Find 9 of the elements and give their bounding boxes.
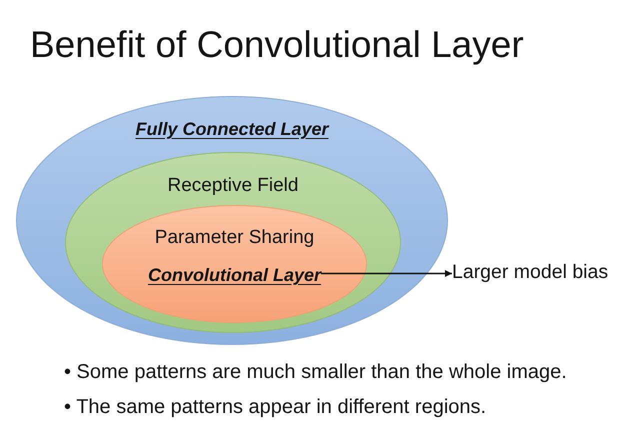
slide-title: Benefit of Convolutional Layer xyxy=(30,23,524,67)
set-label: Fully Connected Layer xyxy=(135,118,329,140)
annotation-text: Larger model bias xyxy=(452,261,608,283)
set-label: Receptive Field xyxy=(168,175,298,197)
set-label: Parameter Sharing xyxy=(154,227,314,249)
bullet-point: • Some patterns are much smaller than the whole image. xyxy=(64,360,567,385)
layer-label: Convolutional Layer xyxy=(148,264,322,286)
arrow xyxy=(321,270,452,277)
bullet-point: • The same patterns appear in different regions. xyxy=(64,395,488,420)
